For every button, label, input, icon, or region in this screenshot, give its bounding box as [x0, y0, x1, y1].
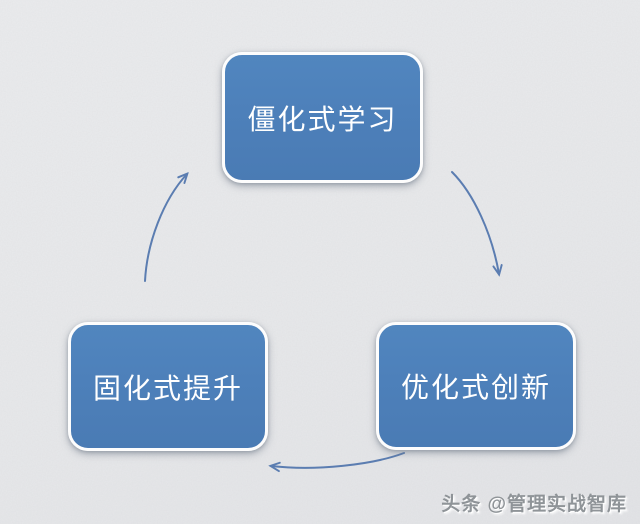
node-label: 僵化式学习	[247, 103, 398, 135]
arrow-bottom-left-to-top-icon	[144, 174, 187, 282]
node-label: 优化式创新	[400, 372, 551, 403]
watermark: 头条 @管理实战智库	[441, 494, 627, 515]
node-optimized-innovation: 优化式创新	[376, 322, 576, 450]
node-solidified-improvement: 固化式提升	[68, 322, 268, 451]
node-rigid-learning: 僵化式学习	[222, 52, 423, 183]
arrow-bottom-right-to-bottom-left-icon	[271, 452, 405, 468]
node-label: 固化式提升	[92, 372, 243, 404]
arrow-top-to-bottom-right-icon	[451, 171, 499, 274]
